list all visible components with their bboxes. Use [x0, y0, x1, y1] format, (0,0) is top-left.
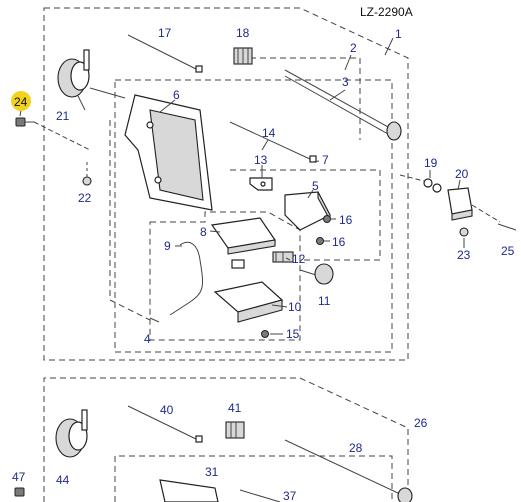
callout-44: 44 [56, 473, 70, 487]
part-40-cable-tie [127, 405, 203, 443]
part-5-sensor [284, 191, 331, 231]
callout-4: 4 [144, 332, 151, 346]
assembly-frame-5 [230, 169, 381, 261]
callout-9: 9 [164, 239, 171, 253]
callout-1: 1 [395, 27, 402, 41]
callout-8: 8 [200, 225, 207, 239]
part-20-bracket [447, 187, 501, 223]
assembly-frame-4 [109, 120, 151, 321]
part-31-plate [159, 479, 219, 502]
part-22-nut [82, 160, 92, 186]
callout-19: 19 [424, 156, 438, 170]
callout-21: 21 [56, 109, 70, 123]
model-label: LZ-2290A [360, 5, 413, 19]
part-37-cable-tie [239, 489, 281, 502]
callout-28: 28 [349, 441, 363, 455]
callout-31: 31 [205, 465, 219, 479]
callout-47: 47 [12, 470, 26, 484]
assembly-frame-26 [43, 377, 409, 502]
part-21-motor [57, 49, 126, 99]
part-47-screw [14, 487, 25, 497]
callout-10: 10 [288, 300, 302, 314]
part-44-motor [55, 409, 88, 458]
callout-37: 37 [283, 489, 297, 502]
assembly-frame-28 [114, 455, 393, 502]
callout-24: 24 [14, 95, 28, 109]
part-3-shaft [284, 69, 402, 141]
assembly-frame-2 [114, 79, 393, 353]
callout-5: 5 [312, 179, 319, 193]
part-19-washers [399, 174, 442, 193]
part-23-nut [459, 227, 469, 237]
callout-40: 40 [160, 403, 174, 417]
part-10-terminal-block [213, 281, 284, 323]
callout-41: 41 [228, 401, 242, 415]
callout-18: 18 [236, 26, 250, 40]
callout-7: 7 [322, 153, 329, 167]
part-41-connector [225, 421, 245, 439]
callout-25: 25 [501, 244, 515, 258]
callout-23: 23 [457, 248, 471, 262]
part-24-screw [15, 117, 91, 151]
part-17-cable-tie [127, 34, 203, 73]
part-15-screw [261, 330, 269, 338]
part-18-connector [233, 47, 253, 65]
part-9-cable [169, 241, 245, 316]
callout-20: 20 [455, 167, 469, 181]
assembly-frame-1 [43, 7, 409, 361]
callout-26: 26 [414, 416, 428, 430]
callout-22: 22 [78, 191, 92, 205]
callout-17: 17 [158, 26, 172, 40]
callout-16-lower: 16 [332, 235, 346, 249]
callout-12: 12 [292, 252, 306, 266]
assembly-frame-3 [250, 57, 361, 140]
callout-3: 3 [342, 75, 349, 89]
callout-24-highlight [11, 91, 31, 111]
callout-14: 14 [262, 126, 276, 140]
part-6-plate [124, 94, 213, 211]
callout-2: 2 [350, 41, 357, 55]
callout-15: 15 [286, 327, 300, 341]
part-25-pin [497, 223, 517, 231]
bottom-assembly: 26 28 31 37 40 41 44 47 [12, 377, 428, 502]
part-13-bracket [249, 177, 273, 191]
part-12-connector [272, 251, 294, 263]
part-8-bracket [210, 217, 277, 255]
callout-11: 11 [318, 294, 331, 308]
callout-13: 13 [254, 153, 268, 167]
callout-6: 6 [173, 88, 180, 102]
leader-lines [19, 37, 465, 335]
callout-16-upper: 16 [339, 213, 353, 227]
part-11-knob [299, 263, 334, 285]
top-assembly: LZ-2290A [11, 5, 517, 361]
part-28-shaft [284, 439, 413, 502]
